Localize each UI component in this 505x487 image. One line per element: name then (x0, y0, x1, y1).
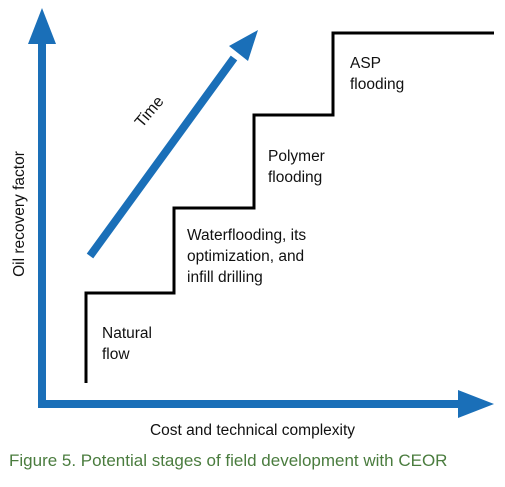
stage-label-line: infill drilling (187, 269, 263, 286)
stage-label-line: flooding (350, 76, 405, 93)
stage-asp-flooding: ASP flooding (350, 53, 404, 95)
y-axis-arrowhead (28, 8, 56, 44)
x-axis-label: Cost and technical complexity (149, 422, 356, 439)
time-arrowhead (229, 30, 258, 61)
stage-label-line: Natural (102, 325, 152, 342)
stage-natural-flow: Natural flow (102, 323, 152, 365)
y-axis-label: Oil recovery factor (11, 151, 28, 277)
figure-caption: Figure 5. Potential stages of field deve… (9, 451, 448, 470)
staircase-line (84, 31, 494, 383)
stage-label-line: optimization, and (187, 248, 305, 265)
stage-polymer-flooding: Polymer flooding (268, 146, 325, 188)
stage-label-line: flooding (268, 169, 323, 186)
stage-waterflooding: Waterflooding, its optimization, and inf… (187, 225, 306, 288)
stage-label-line: ASP (350, 55, 382, 72)
x-axis-arrowhead (458, 390, 494, 418)
stage-label-line: Polymer (268, 148, 325, 165)
stage-label-line: flow (102, 346, 130, 363)
stage-label-line: Waterflooding, its (187, 227, 307, 244)
time-arrow (86, 55, 238, 259)
